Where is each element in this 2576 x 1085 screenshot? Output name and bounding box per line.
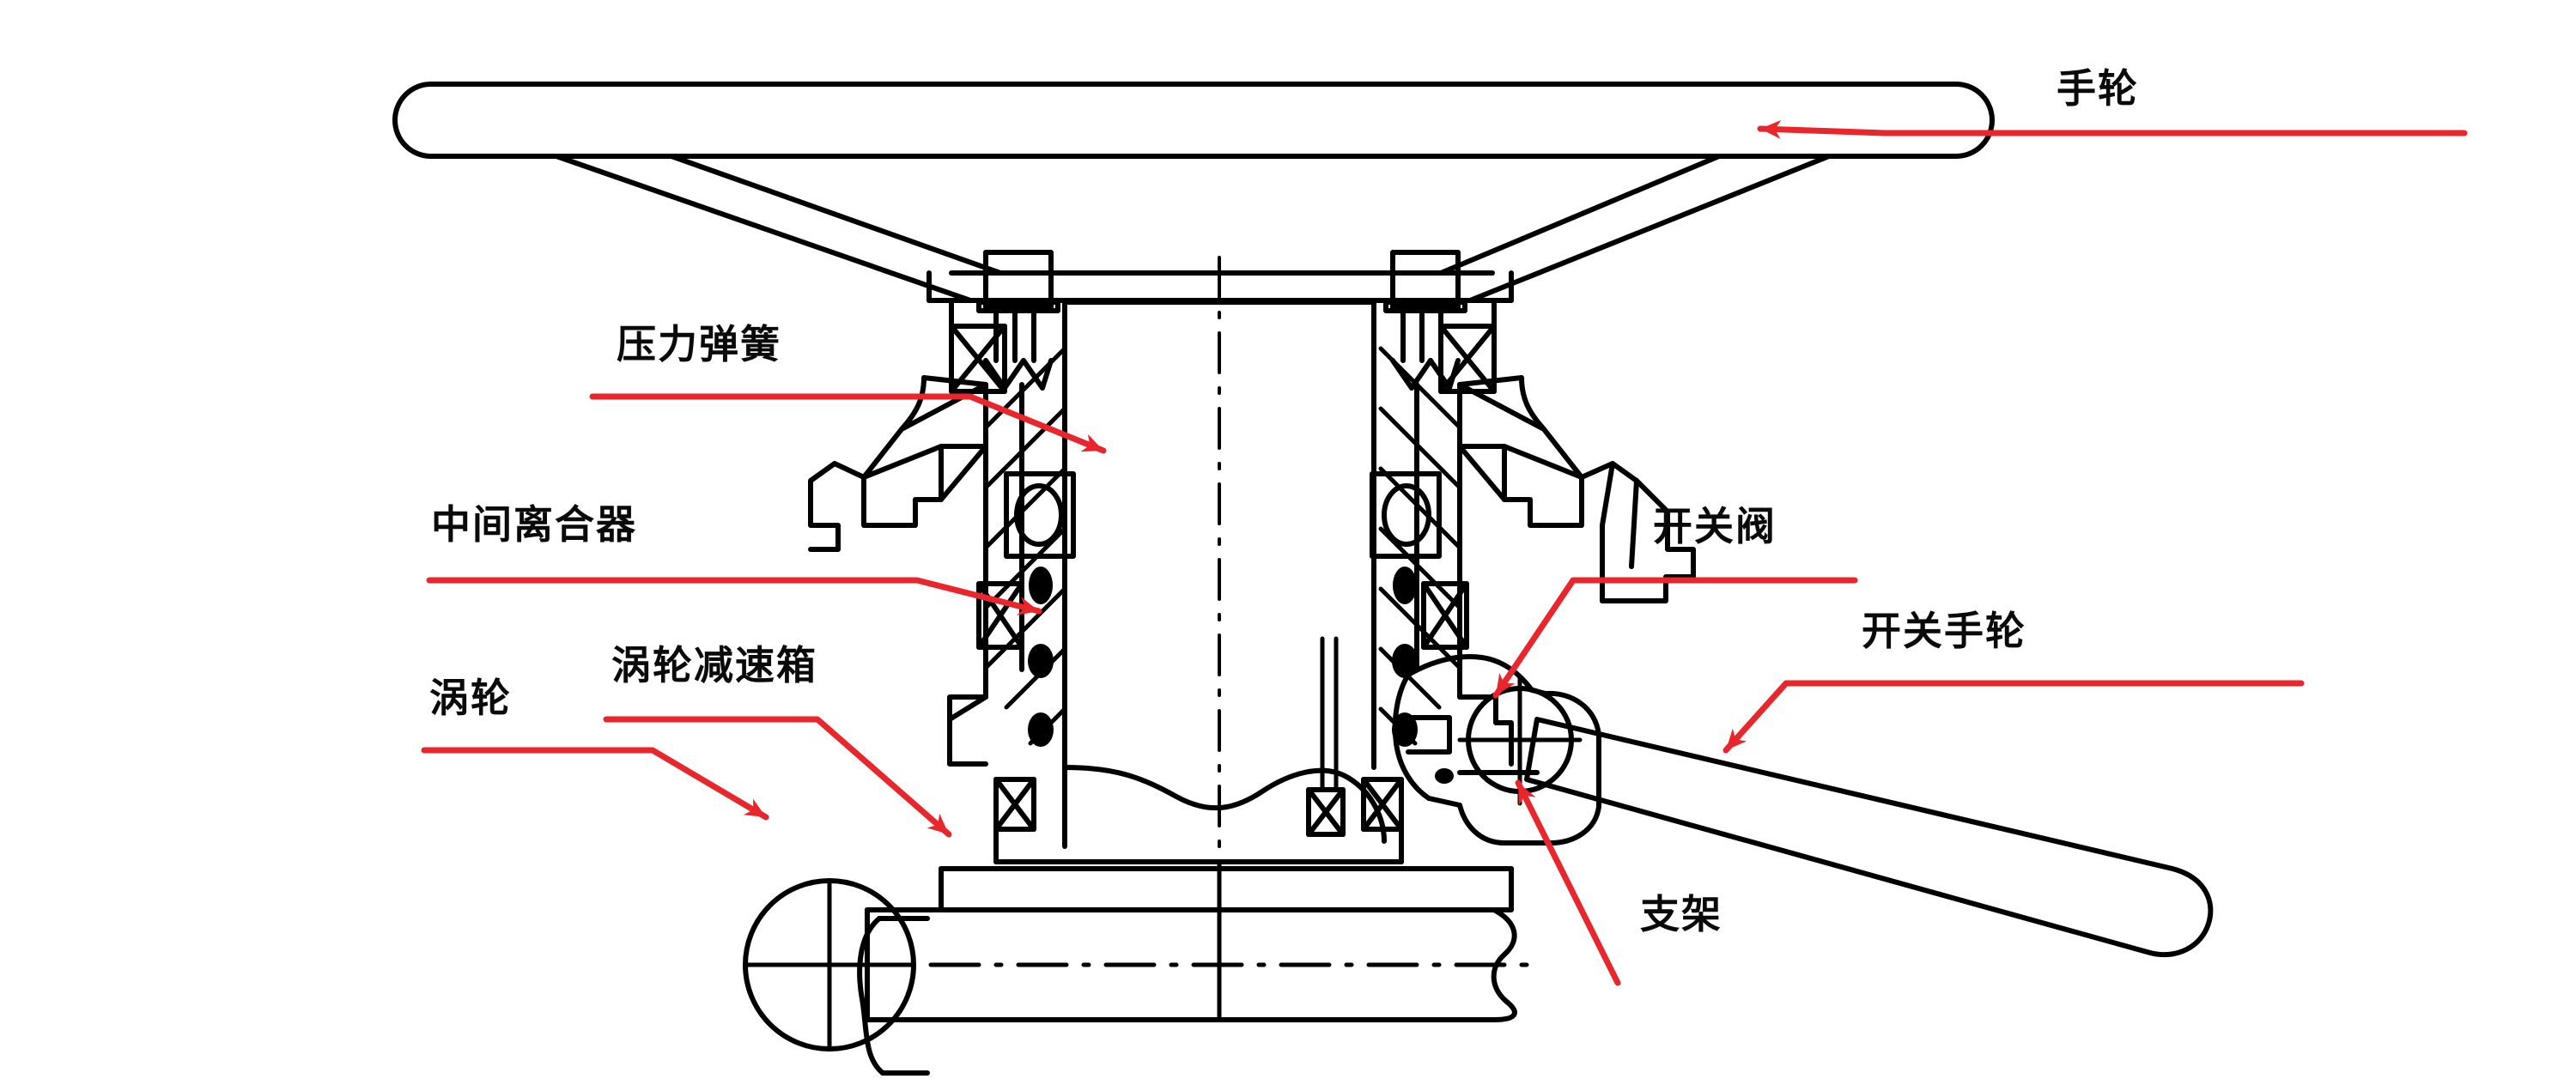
gearbox-body xyxy=(939,866,1514,912)
bearing-pad-right-upper xyxy=(1421,581,1469,650)
leader-line-switch-handwheel xyxy=(1722,680,2305,754)
callout-label-switch-handwheel: 开关手轮 xyxy=(1862,608,2026,654)
leader-line-worm-gear-reducer xyxy=(603,716,952,838)
bearing-seat-left xyxy=(993,777,1036,832)
leader-line-intermediate-clutch xyxy=(426,577,1042,615)
shoulder-right xyxy=(1457,694,1514,767)
spring-housing-left xyxy=(861,300,1007,528)
housing-right-wing xyxy=(1579,461,1696,603)
push-rod-right xyxy=(1306,636,1346,837)
sleeve-hatch-left xyxy=(983,300,1067,770)
callout-label-pressure-spring: 压力弹簧 xyxy=(617,321,781,367)
switch-lever-handle xyxy=(1524,717,2214,958)
shoulder-left xyxy=(947,694,988,767)
hatch-lines-right xyxy=(1378,346,1462,746)
callout-label-worm-wheel: 涡轮 xyxy=(429,675,512,721)
leader-line-handwheel xyxy=(1757,119,2468,139)
callout-label-switch-valve: 开关阀 xyxy=(1653,503,1777,549)
leader-line-switch-valve xyxy=(1492,577,1858,699)
housing-left-wing xyxy=(808,461,866,552)
handwheel-rim xyxy=(392,82,1995,159)
leader-line-bracket xyxy=(1515,779,1621,986)
spring-housing-right xyxy=(1438,300,1584,528)
clutch-detent-balls-left xyxy=(1028,567,1054,747)
gearbox-top-plate xyxy=(993,827,1404,864)
bearing-seat-right xyxy=(1361,777,1404,832)
worm-shaft-barrel xyxy=(865,907,1517,1022)
callout-label-bracket: 支架 xyxy=(1640,891,1722,937)
valve-pin-dot xyxy=(1435,768,1454,784)
leader-line-worm-wheel xyxy=(421,747,769,821)
clutch-window-right xyxy=(1370,471,1442,559)
clutch-detent-balls-right xyxy=(1392,567,1418,747)
switch-valve-body xyxy=(1392,654,1601,846)
callout-label-intermediate-clutch: 中间离合器 xyxy=(431,501,637,548)
callout-leader-lines xyxy=(421,119,2468,986)
clutch-window-left xyxy=(1004,471,1076,559)
callout-label-worm-gear-reducer: 涡轮减速箱 xyxy=(611,642,817,688)
leader-line-pressure-spring xyxy=(589,393,1107,454)
handwheel-spokes xyxy=(554,154,1832,303)
callout-label-handwheel: 手轮 xyxy=(2057,65,2139,112)
sleeve-hatch-right xyxy=(1378,346,1462,746)
bearing-pad-left-upper xyxy=(976,581,1024,650)
